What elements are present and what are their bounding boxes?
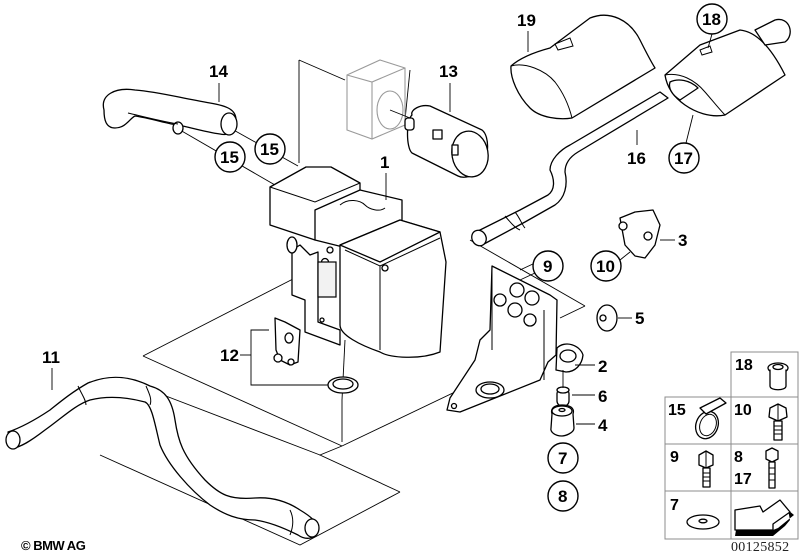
legend-item-7[interactable]: 7	[670, 497, 720, 530]
part-6-spacer[interactable]	[556, 370, 595, 407]
svg-text:8: 8	[558, 487, 567, 506]
svg-text:17: 17	[734, 471, 752, 488]
long-hex-bolt-icon	[765, 447, 779, 489]
legend-item-18[interactable]: 18	[735, 357, 789, 391]
document-number: 00125852	[731, 540, 790, 555]
direction-arrow-icon	[734, 499, 794, 536]
part-5-grommet[interactable]	[596, 304, 632, 332]
callout-6[interactable]: 6	[598, 387, 607, 406]
fastener-legend: 18 15 10	[664, 351, 799, 540]
callout-3[interactable]: 3	[678, 231, 687, 250]
copyright-label: © BMW AG	[21, 538, 86, 553]
part-17-muffler[interactable]	[664, 18, 791, 117]
svg-text:15: 15	[260, 140, 279, 159]
svg-text:18: 18	[735, 357, 753, 374]
svg-text:15: 15	[668, 402, 686, 419]
svg-text:9: 9	[670, 449, 679, 466]
svg-text:7: 7	[670, 497, 679, 514]
callout-14[interactable]: 14	[209, 62, 228, 81]
part-16-exhaust-pipe[interactable]	[469, 91, 669, 248]
part-12-bracket[interactable]	[250, 317, 359, 394]
part-2-carrier-bracket[interactable]	[446, 265, 595, 413]
callout-19[interactable]: 19	[517, 11, 536, 30]
svg-text:10: 10	[596, 257, 615, 276]
callout-8[interactable]: 8	[547, 480, 579, 512]
legend-item-10[interactable]: 10	[734, 402, 788, 441]
hex-flange-bolt-icon	[768, 403, 788, 441]
sleeve-nut-icon	[767, 362, 789, 391]
callout-15a[interactable]: 15	[254, 133, 286, 165]
callout-13[interactable]: 13	[439, 62, 458, 81]
svg-text:8: 8	[734, 449, 743, 466]
callout-5[interactable]: 5	[635, 309, 644, 328]
part-13-filter[interactable]	[404, 104, 492, 180]
callout-7[interactable]: 7	[547, 442, 579, 474]
callout-16[interactable]: 16	[627, 149, 646, 168]
part-3-bracket[interactable]	[618, 209, 675, 259]
callout-10[interactable]: 10	[590, 250, 631, 282]
svg-text:18: 18	[702, 10, 721, 29]
callout-18[interactable]: 18	[696, 3, 728, 49]
svg-text:10: 10	[734, 402, 752, 419]
callout-15b[interactable]: 15	[214, 141, 246, 173]
callout-4[interactable]: 4	[598, 416, 608, 435]
svg-text:9: 9	[543, 257, 552, 276]
callout-12[interactable]: 12	[220, 346, 239, 365]
assembly-lines	[99, 59, 586, 546]
legend-item-15[interactable]: 15	[668, 397, 727, 442]
callouts: 1 2 3 4 5 6 11 12 13 14 16 19 15 15 17	[42, 3, 728, 512]
hex-bolt-icon	[698, 450, 714, 488]
callout-11[interactable]: 11	[42, 348, 60, 367]
legend-item-arrow	[734, 499, 794, 536]
part-19-heat-shield[interactable]	[510, 14, 656, 120]
callout-17[interactable]: 17	[668, 114, 700, 174]
svg-text:17: 17	[674, 149, 693, 168]
part-11-hose[interactable]	[5, 376, 320, 539]
svg-text:15: 15	[220, 148, 239, 167]
part-1-heater-unit[interactable]	[269, 166, 447, 358]
callout-9[interactable]: 9	[519, 250, 564, 282]
part-4-rubber-mount[interactable]	[550, 404, 595, 437]
legend-item-8-17[interactable]: 8 17	[734, 447, 779, 489]
washer-icon	[686, 514, 720, 530]
svg-text:7: 7	[558, 449, 567, 468]
hose-clamp-icon	[694, 397, 727, 440]
callout-1[interactable]: 1	[380, 153, 389, 172]
callout-2[interactable]: 2	[598, 357, 607, 376]
part-14-hose[interactable]	[102, 88, 238, 136]
legend-item-9[interactable]: 9	[670, 449, 714, 488]
grey-block-outline	[346, 59, 411, 140]
